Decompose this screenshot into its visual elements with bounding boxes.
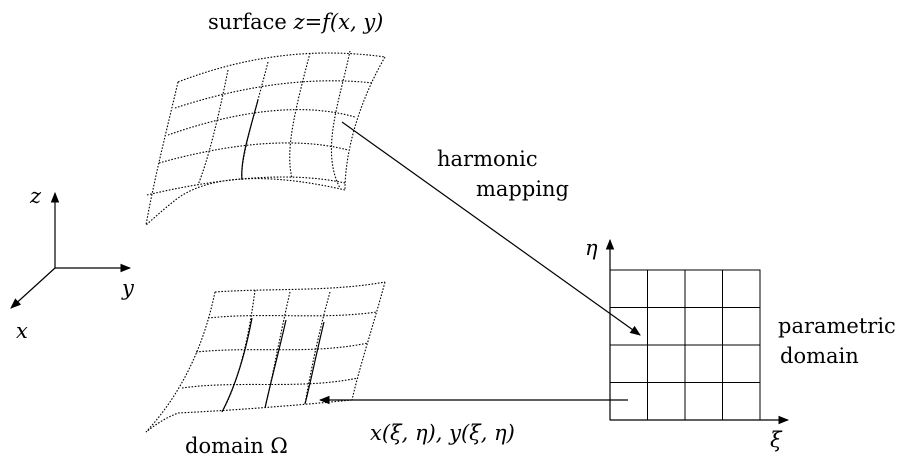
x-axis-arrow	[10, 267, 56, 309]
domain-omega-mesh	[145, 281, 386, 433]
axis-z-label: z	[29, 184, 42, 208]
parametric-label-line2: domain	[780, 344, 859, 368]
parametric-grid: η ξ	[585, 236, 790, 452]
surface-label: surface z=f(x, y)	[208, 10, 383, 34]
harmonic-label-line2: mapping	[476, 177, 569, 201]
surface-mesh	[145, 50, 386, 226]
harmonic-mapping-arrow	[341, 121, 641, 336]
harmonic-label-line1: harmonic	[437, 147, 538, 171]
param-xi-label: ξ	[770, 428, 783, 452]
axis-x-label: x	[16, 319, 28, 343]
parametric-label-line1: parametric	[778, 314, 896, 338]
axis-y-label: y	[121, 276, 135, 300]
domain-omega-label: domain Ω	[185, 434, 288, 458]
mapping-back-label: x(ξ, η), y(ξ, η)	[370, 421, 515, 445]
axes: z y x	[10, 184, 135, 343]
param-eta-label: η	[585, 236, 598, 260]
